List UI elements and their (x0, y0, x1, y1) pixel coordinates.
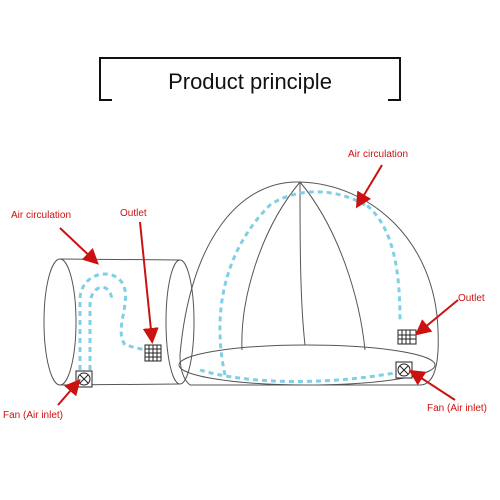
label-fan-right: Fan (Air inlet) (427, 403, 488, 414)
fan-right-icon (395, 361, 413, 379)
label-air-circulation-left: Air circulation (11, 210, 72, 221)
label-fan-left: Fan (Air inlet) (3, 410, 64, 421)
outlet-left-box (144, 344, 162, 362)
callout-arrows (57, 164, 459, 406)
tunnel (43, 258, 195, 386)
label-air-circulation-top: Air circulation (348, 149, 409, 160)
page-title: Product principle (168, 69, 332, 94)
dome (178, 181, 439, 386)
airflow-paths (78, 190, 402, 384)
outlet-right-box (397, 329, 417, 345)
fan-left-icon (75, 370, 93, 388)
label-outlet-left: Outlet (120, 208, 147, 219)
label-outlet-right: Outlet (458, 293, 485, 304)
